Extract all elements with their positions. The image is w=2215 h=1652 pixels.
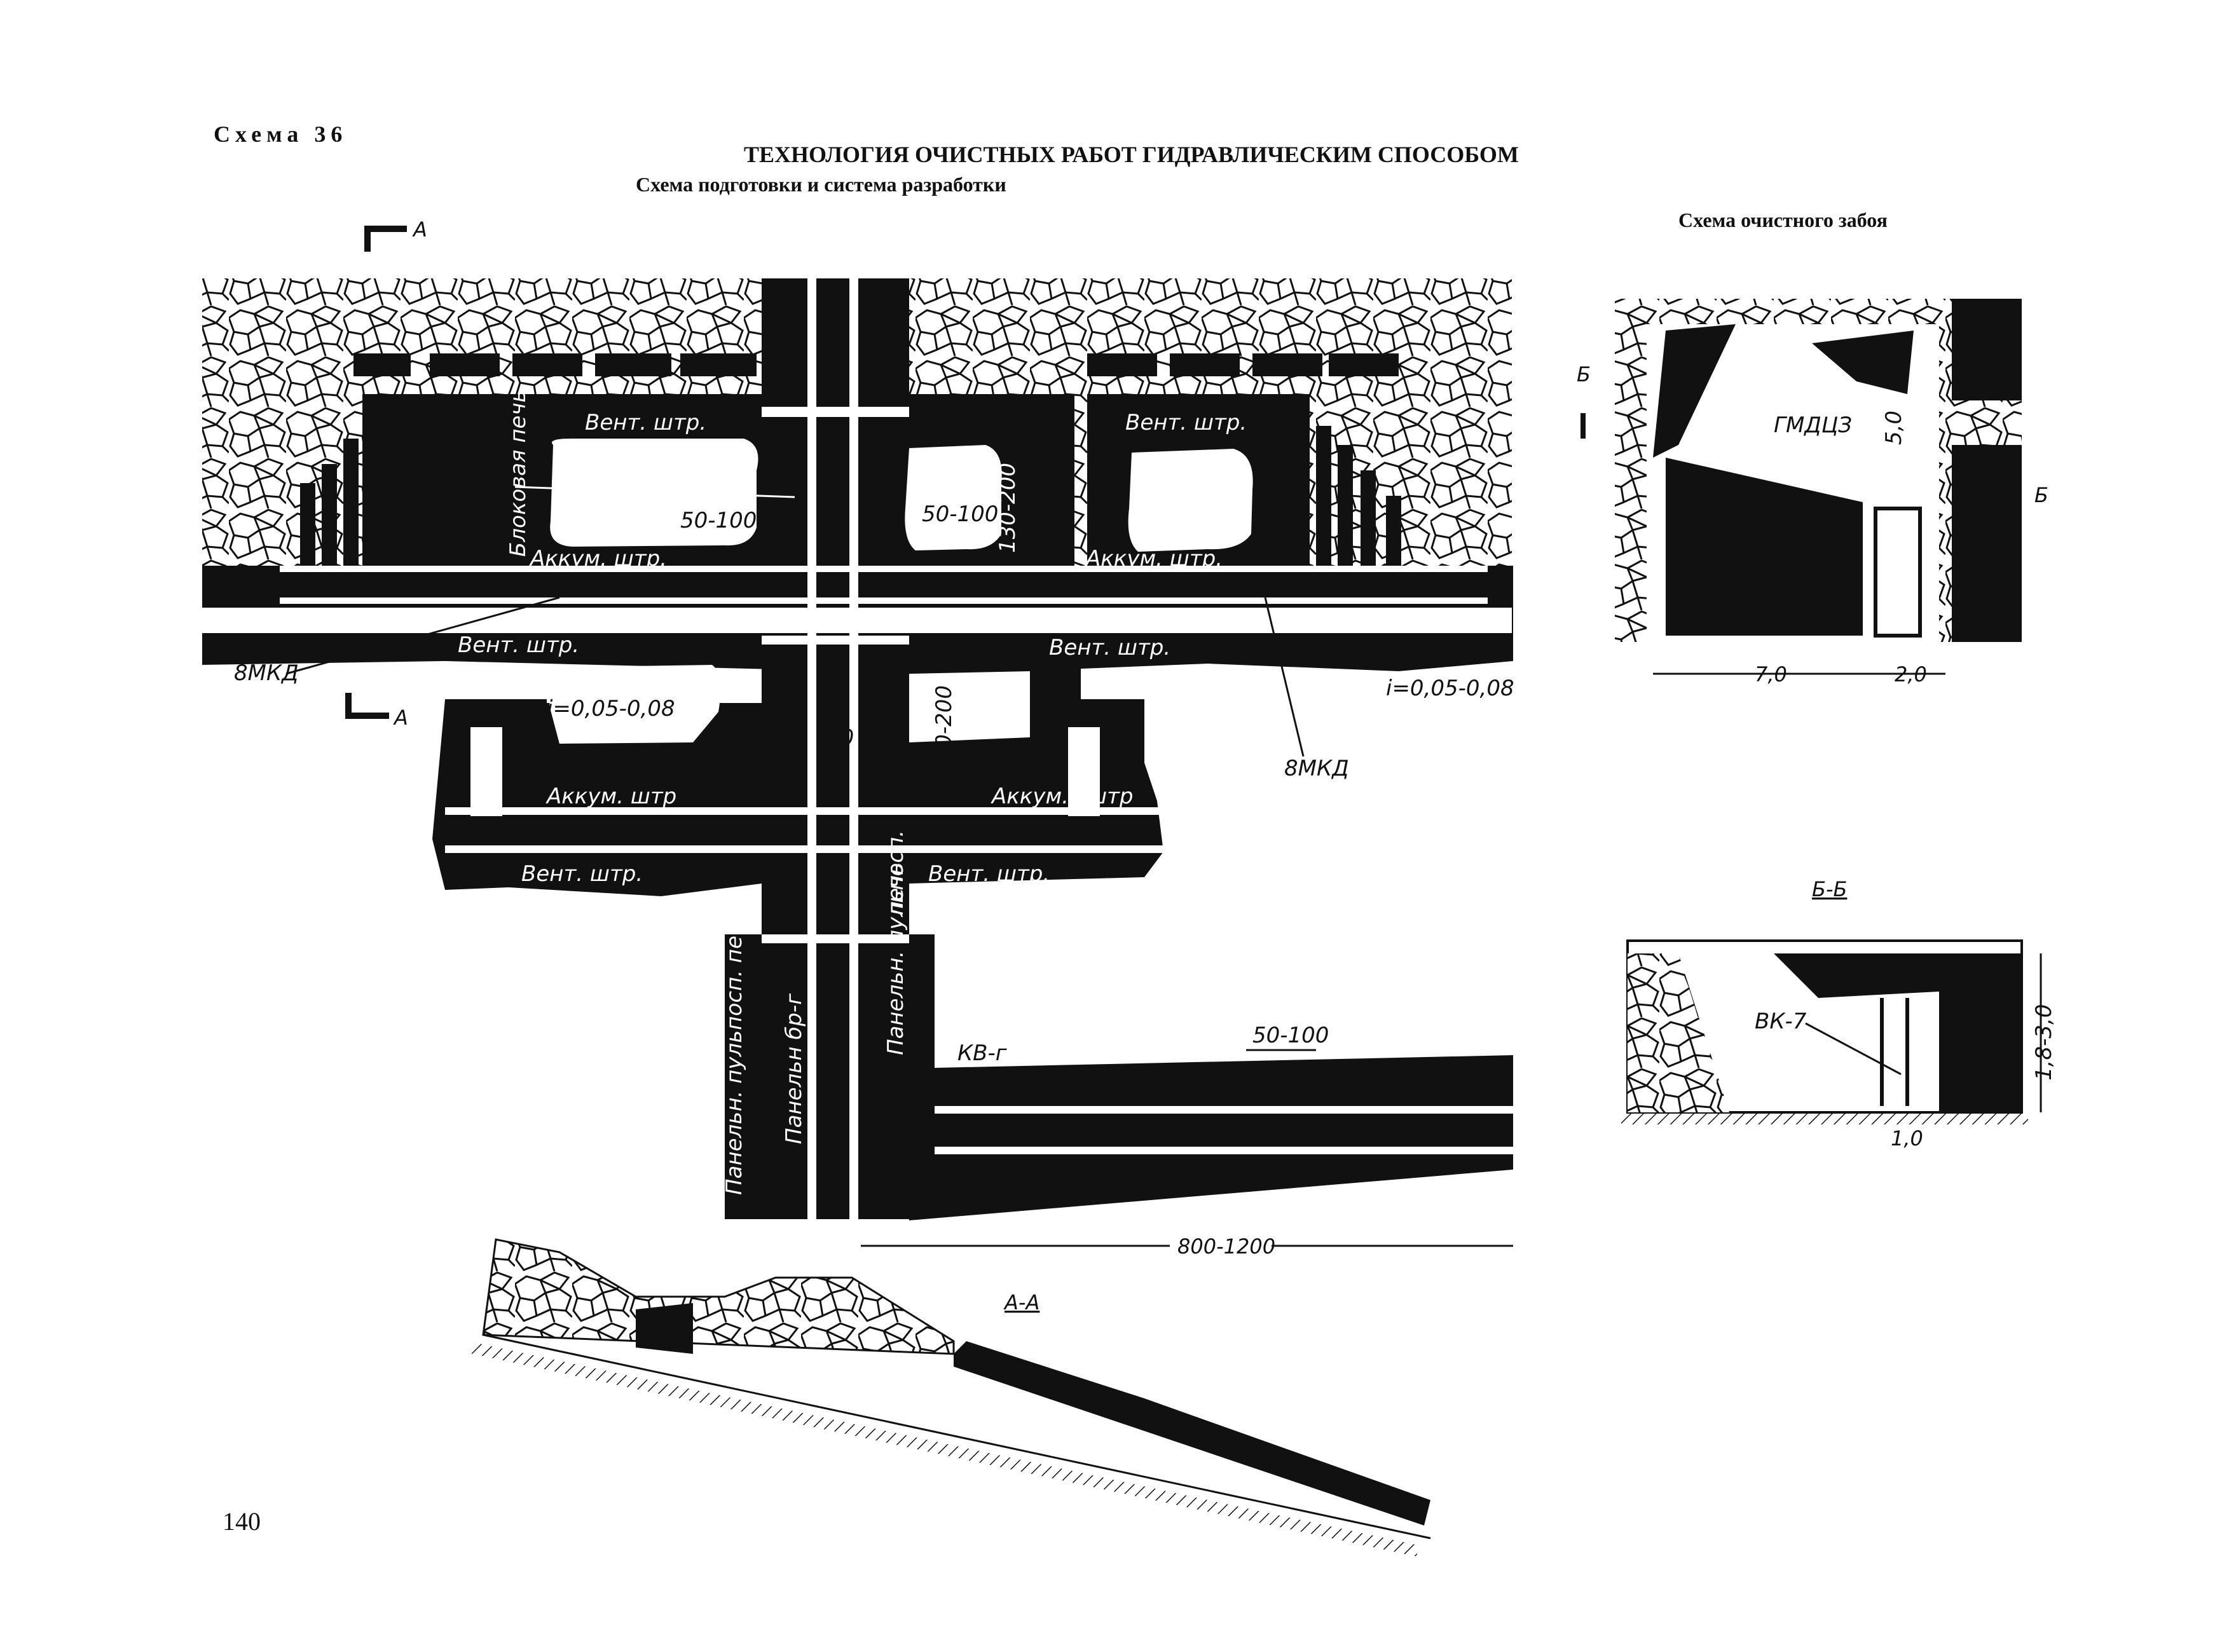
- label-vent-3: Вент. штр.: [458, 632, 579, 658]
- label-pech: печь: [883, 863, 909, 915]
- cave-mid: [905, 445, 1002, 550]
- label-akkum-3: Аккум. штр: [545, 784, 676, 809]
- top-pillar-row: [353, 353, 1399, 376]
- dim-1-8-3-0: 1,8-3,0: [2031, 1004, 2057, 1081]
- label-akkum-1: Аккум. штр.: [529, 546, 667, 571]
- page-subtitle: Схема подготовки и система разработки: [636, 173, 1006, 196]
- section-mark-a-top: А: [412, 217, 427, 242]
- section-aa: А-А: [469, 1238, 1431, 1557]
- label-kv: КВ-г: [957, 1041, 1008, 1066]
- label-vk: ВК-7: [1755, 1009, 1807, 1034]
- dim-7: 7,0: [1755, 662, 1787, 686]
- face-scheme: ГМДЦЗ 5,0 7,0 2,0 Б Б: [1577, 299, 2048, 686]
- label-vent-1: Вент. штр.: [585, 410, 706, 435]
- dim-180-200: 180-200: [931, 685, 957, 775]
- lower-pillar-gaps: [280, 566, 1488, 604]
- page-title: ТЕХНОЛОГИЯ ОЧИСТНЫХ РАБОТ ГИДРАВЛИЧЕСКИМ…: [744, 142, 1519, 167]
- label-akkum-4b: штр: [1087, 784, 1134, 809]
- slope-label-1: i=0,05-0,08: [547, 696, 675, 721]
- label-vent-4: Вент. штр.: [1049, 635, 1170, 660]
- label-panel-pulp: Панельн. пульпосп.: [883, 830, 909, 1055]
- section-mark-a-bottom: А: [393, 706, 408, 730]
- right-stepped-pillars: [1316, 426, 1401, 566]
- label-akkum-4: Аккум.: [991, 784, 1069, 809]
- label-vent-5: Вент. штр.: [521, 861, 643, 887]
- label-block-pech: Блоковая печь: [505, 390, 531, 557]
- dim-1-0: 1,0: [1891, 1126, 1923, 1150]
- dim-50-100-a: 50-100: [680, 508, 757, 533]
- dim-20: 20: [826, 725, 854, 751]
- dim-30: 30: [772, 725, 799, 751]
- section-aa-label: А-А: [1003, 1290, 1039, 1314]
- mark-b-right: Б: [2034, 483, 2048, 507]
- label-gmdc: ГМДЦЗ: [1774, 413, 1852, 438]
- label-akkum-2: Аккум. штр.: [1085, 546, 1223, 571]
- main-plan: Вент. штр. Вент. штр. Аккум. штр. Аккум.…: [202, 217, 1514, 1260]
- dim-300: 300: [614, 474, 655, 499]
- label-vmkd-2: 8МКД: [1284, 756, 1349, 781]
- lower-pillar-row: [202, 570, 272, 595]
- dim-2: 2,0: [1895, 662, 1927, 686]
- dim-50-100-b: 50-100: [922, 502, 998, 527]
- scheme-number: Схема 36: [214, 121, 348, 147]
- dim-5: 5,0: [1881, 411, 1907, 445]
- mark-b-left: Б: [1577, 362, 1591, 386]
- face-scheme-title: Схема очистного забоя: [1678, 208, 1888, 231]
- slope-label-2: i=0,05-0,08: [1386, 676, 1514, 701]
- label-vent-2: Вент. штр.: [1125, 410, 1247, 435]
- cave-right: [1128, 449, 1253, 552]
- dim-130-200: 130-200: [995, 463, 1020, 553]
- label-panel-br: Панельн бр-г: [781, 993, 807, 1144]
- dim-800-1200: 800-1200: [1177, 1234, 1275, 1259]
- lower-panel-body: [909, 934, 1513, 1220]
- section-bb-label: Б-Б: [1812, 877, 1847, 901]
- left-stepped-pillars: [300, 439, 432, 566]
- page-number: 140: [223, 1507, 261, 1536]
- section-bb: Б-Б ВК-7 1,8-3,0 1,0: [1621, 877, 2057, 1150]
- label-panel-pulp-pech: Панельн. пульпосп. печь: [722, 910, 747, 1195]
- dim-50-100-c: 50-100: [1252, 1023, 1329, 1048]
- label-vent-6: Вент. штр.: [928, 861, 1050, 887]
